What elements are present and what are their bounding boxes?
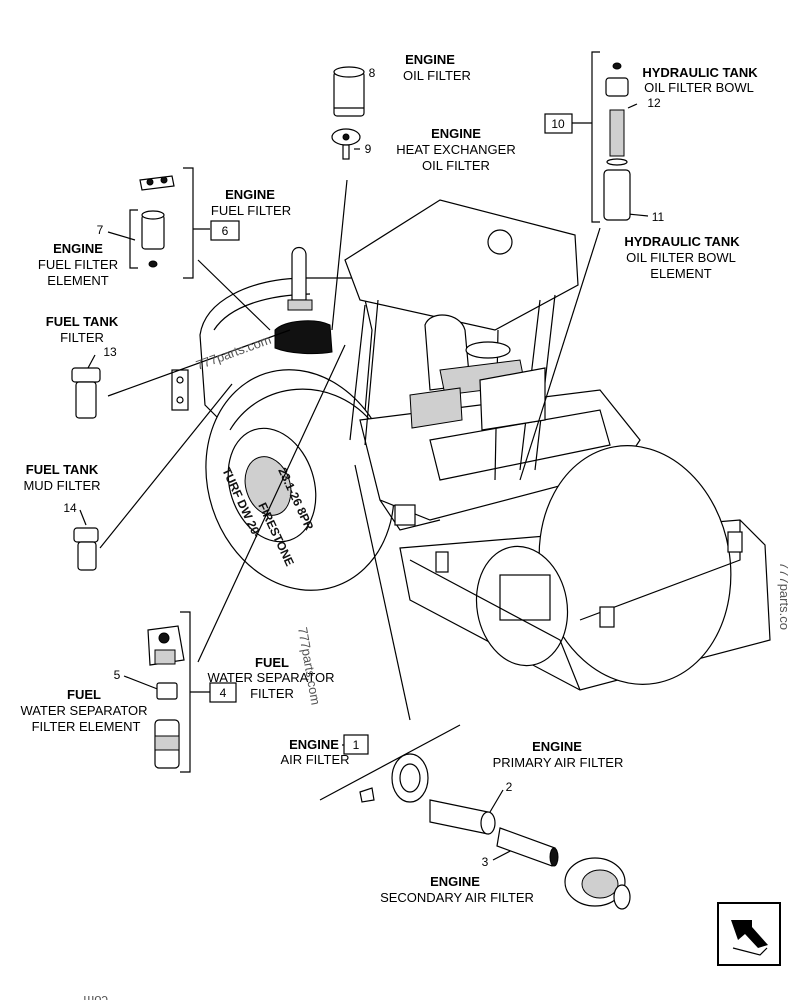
- part-air-filter-cover: [564, 857, 631, 910]
- label-fuel-filter-element-1: ENGINE: [53, 241, 103, 256]
- part-number-11: 11: [652, 210, 665, 224]
- group-box-6: [210, 220, 240, 241]
- label-secondary-air-2: SECONDARY AIR FILTER: [380, 890, 534, 905]
- part-number-2: 2: [506, 780, 513, 794]
- part-engine-fuel-filter-head: [139, 175, 175, 191]
- label-engine-fuel-filter-2: FUEL FILTER: [211, 203, 291, 218]
- label-water-sep-2: WATER SEPARATOR: [207, 670, 334, 685]
- part-air-filter-housing: [359, 753, 429, 803]
- group-number-10: 10: [551, 117, 565, 131]
- label-hyd-element-3: ELEMENT: [650, 266, 711, 281]
- label-heat-exchanger-2: HEAT EXCHANGER: [396, 142, 515, 157]
- group-box-4: [209, 682, 237, 703]
- label-hyd-bowl-2: OIL FILTER BOWL: [644, 80, 754, 95]
- watermark-4: com: [83, 993, 108, 1000]
- label-engine-fuel-filter-1: ENGINE: [225, 187, 275, 202]
- group-number-1: 1: [353, 738, 360, 752]
- part-water-separator-head: [147, 625, 185, 666]
- label-engine-oil-filter-2: OIL FILTER: [403, 68, 471, 83]
- part-number-9: 9: [365, 142, 372, 156]
- label-fuel-tank-filter-2: FILTER: [60, 330, 104, 345]
- label-primary-air-2: PRIMARY AIR FILTER: [493, 755, 624, 770]
- part-fuel-tank-filter: [71, 367, 101, 419]
- part-hydraulic-bowl: [603, 62, 631, 221]
- part-secondary-air-filter: [496, 827, 559, 867]
- label-heat-exchanger-3: OIL FILTER: [422, 158, 490, 173]
- part-number-7: 7: [97, 223, 104, 237]
- part-number-14: 14: [63, 501, 77, 515]
- part-number-3: 3: [482, 855, 489, 869]
- part-number-12: 12: [647, 96, 661, 110]
- part-number-5: 5: [114, 668, 121, 682]
- label-air-filter-2: AIR FILTER: [280, 752, 349, 767]
- label-water-element-3: FILTER ELEMENT: [32, 719, 141, 734]
- roller-compactor-illustration: [171, 199, 771, 691]
- label-water-element-1: FUEL: [67, 687, 101, 702]
- part-primary-air-filter: [429, 799, 496, 835]
- group-number-6: 6: [222, 224, 229, 238]
- part-engine-oil-filter: [333, 66, 365, 117]
- next-page-arrow-icon[interactable]: [717, 902, 781, 966]
- label-water-element-2: WATER SEPARATOR: [20, 703, 147, 718]
- label-fuel-tank-filter-1: FUEL TANK: [46, 314, 119, 329]
- group-box-1: [343, 734, 369, 755]
- part-water-separator-element: [154, 682, 180, 769]
- label-fuel-tank-mud-2: MUD FILTER: [23, 478, 100, 493]
- part-number-8: 8: [369, 66, 376, 80]
- part-fuel-filter-element: [141, 210, 165, 268]
- label-secondary-air-1: ENGINE: [430, 874, 480, 889]
- label-primary-air-1: ENGINE: [532, 739, 582, 754]
- label-hyd-bowl-1: HYDRAULIC TANK: [642, 65, 758, 80]
- label-engine-oil-filter-1: ENGINE: [405, 52, 455, 67]
- label-hyd-element-1: HYDRAULIC TANK: [624, 234, 740, 249]
- part-fuel-tank-mud-filter: [73, 527, 99, 571]
- label-water-sep-3: FILTER: [250, 686, 294, 701]
- watermark-3: 777parts.co: [777, 562, 788, 630]
- label-air-filter-1: ENGINE: [289, 737, 339, 752]
- label-fuel-filter-element-3: ELEMENT: [47, 273, 108, 288]
- group-number-4: 4: [220, 686, 227, 700]
- label-fuel-filter-element-2: FUEL FILTER: [38, 257, 118, 272]
- label-water-sep-1: FUEL: [255, 655, 289, 670]
- part-number-13: 13: [103, 345, 117, 359]
- watermark-2: 777parts.com: [295, 626, 323, 706]
- group-box-10: [544, 113, 573, 134]
- label-fuel-tank-mud-1: FUEL TANK: [26, 462, 99, 477]
- label-hyd-element-2: OIL FILTER BOWL: [626, 250, 736, 265]
- part-heat-exchanger-filter: [331, 128, 361, 160]
- label-heat-exchanger-1: ENGINE: [431, 126, 481, 141]
